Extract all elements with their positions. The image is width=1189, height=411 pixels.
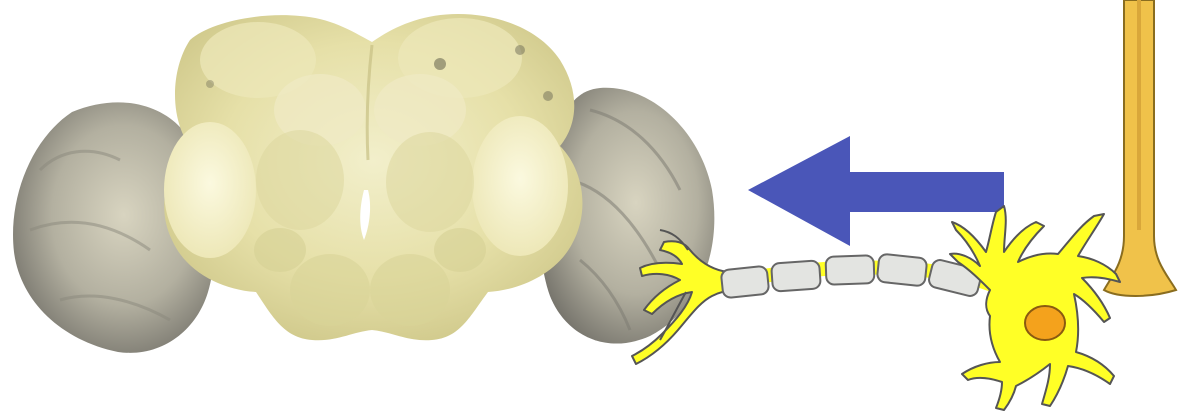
- cell-body: [950, 206, 1120, 410]
- right-lateral-lobe: [472, 116, 568, 256]
- fly-brain-icon: [13, 14, 714, 353]
- stem-icon: [1104, 0, 1176, 296]
- myelin-sheath: [721, 254, 983, 299]
- left-lateral-lobe: [164, 122, 256, 258]
- nucleus: [1025, 306, 1065, 340]
